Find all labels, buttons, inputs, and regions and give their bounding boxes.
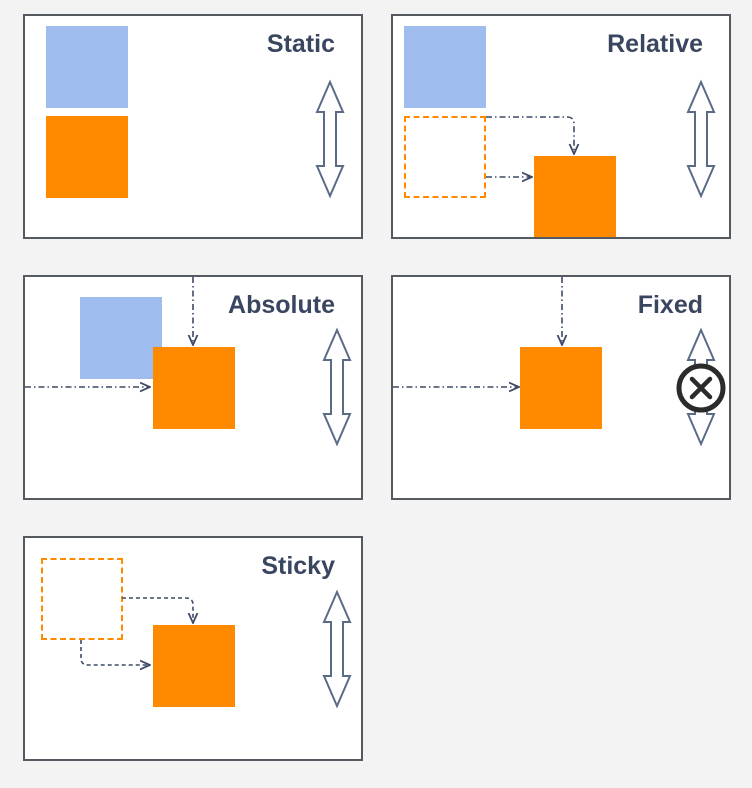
blue-box xyxy=(80,297,162,379)
sticky-panel: Sticky xyxy=(23,536,363,761)
absolute-title: Absolute xyxy=(228,291,335,319)
blue-box xyxy=(404,26,486,108)
static-title: Static xyxy=(266,30,335,58)
fixed-panel: Fixed xyxy=(391,275,731,500)
original-position-outline xyxy=(404,116,486,198)
static-panel: Static xyxy=(23,14,363,239)
orange-box xyxy=(153,347,235,429)
absolute-panel: Absolute xyxy=(23,275,363,500)
orange-box xyxy=(520,347,602,429)
fixed-title: Fixed xyxy=(637,291,703,319)
orange-box xyxy=(534,156,616,237)
orange-box xyxy=(153,625,235,707)
relative-title: Relative xyxy=(607,30,703,58)
orange-box xyxy=(46,116,128,198)
blue-box xyxy=(46,26,128,108)
relative-panel: Relative xyxy=(391,14,731,239)
original-position-outline xyxy=(41,558,123,640)
sticky-title: Sticky xyxy=(261,552,335,580)
